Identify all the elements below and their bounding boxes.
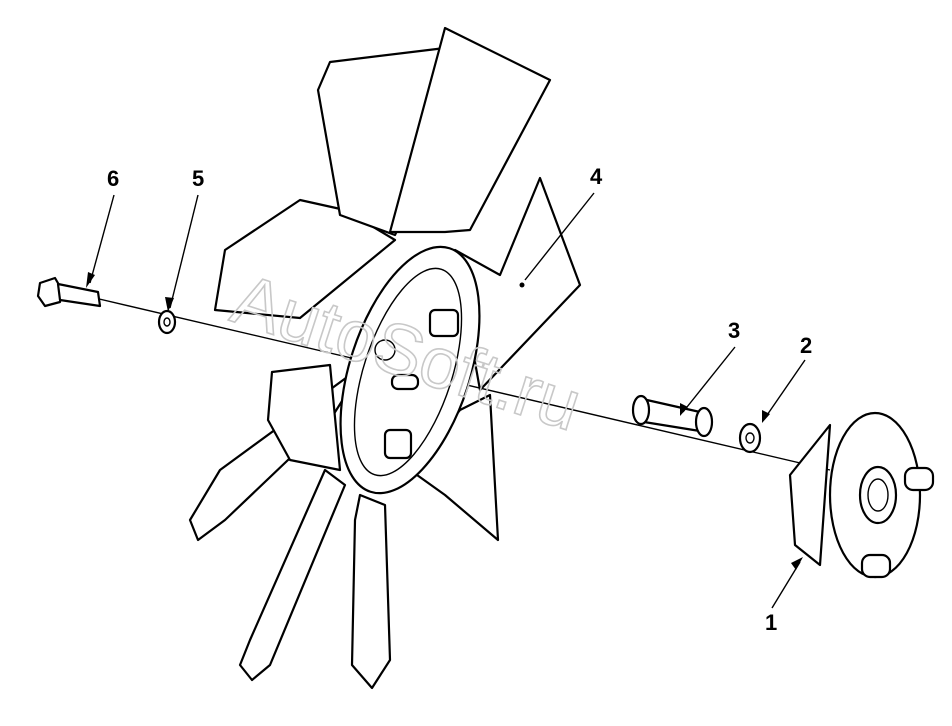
leader-line-2 [764,359,806,419]
arrowhead-3 [680,403,688,416]
fan-blade-top [388,26,552,234]
arrowhead-5 [165,297,174,312]
callout-6: 6 [107,166,119,191]
washer-left [157,309,177,335]
leader-line-3 [682,346,736,413]
fan-spider-back [266,363,342,472]
bolt-shank [56,282,102,308]
fan-blade-upper-left [213,198,397,320]
callout-1: 1 [765,610,777,635]
callout-4: 4 [590,164,603,189]
arrowhead-2 [762,410,770,423]
hub-stud [390,373,420,391]
bolt-head [36,276,64,308]
arrowhead-1 [791,557,803,570]
leader-line-6 [89,194,115,284]
leader-line-1 [771,561,801,609]
arrowhead-6 [86,272,95,288]
spacer-part [631,394,714,438]
callout-3: 3 [728,318,740,343]
bolt-part [36,276,102,308]
hub-bolt [428,308,460,338]
callout-5: 5 [192,166,204,191]
fan-blade-right [453,176,582,392]
leader-line-4 [524,192,595,281]
fan-hub-disc-outer [339,245,481,495]
fan-blade-bottom [350,493,392,690]
hub-bolt [383,428,413,460]
washer-right [738,422,762,454]
leader-line-5 [169,194,199,309]
fan-blade-bottom-left [238,468,347,682]
callout-2: 2 [800,333,812,358]
fan-hub-disc-inner [353,267,463,477]
hub-adapter-part [788,411,935,579]
hub-center-hole [374,339,396,361]
leader-dot-4 [519,282,525,288]
fan-assembly [188,26,582,690]
